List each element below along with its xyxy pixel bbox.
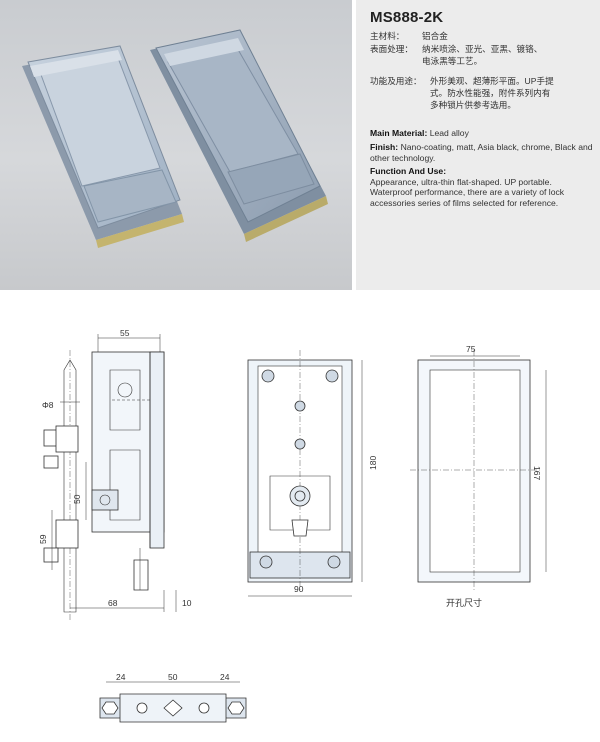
cn-spec-label: 主材料： xyxy=(370,31,405,41)
cn-spec-value: 纳米喷涂、亚光、亚黑、镀铬、 xyxy=(422,44,543,54)
dim-10-label: 10 xyxy=(182,598,192,608)
bottom-view: 24 50 24 xyxy=(99,672,247,723)
en-spec-label: Main Material: xyxy=(370,128,428,138)
technical-drawing-svg: 55 Φ8 50 xyxy=(38,328,547,723)
cn-spec-finish: 表面处理： 纳米喷涂、亚光、亚黑、镀铬、电泳黑等工艺。 xyxy=(370,43,542,67)
model-number: MS888-2K xyxy=(370,9,444,26)
dim-50-mid-label: 50 xyxy=(168,672,178,682)
technical-drawing: 55 Φ8 50 xyxy=(0,290,600,737)
front-view: 180 90 xyxy=(247,350,378,597)
spec-panel: MS888-2K 主材料： 铝合金 表面处理： 纳米喷涂、亚光、亚黑、镀铬、电泳黑等… xyxy=(356,0,600,290)
dim-180-label: 180 xyxy=(368,456,378,470)
dim-75-label: 75 xyxy=(466,344,476,354)
en-spec-finish: Finish: Nano-coating, matt, Asia black, … xyxy=(370,142,594,163)
en-spec-material: Main Material: Lead alloy xyxy=(370,128,594,139)
dim-90-label: 90 xyxy=(294,584,304,594)
product-photo-illustration xyxy=(22,29,328,248)
cn-spec-function: 功能及用途： 外形美观、超薄形平面。UP手提式。防水性能强，附件系列内有多种锁片供… xyxy=(370,75,554,111)
cn-spec-value: 外形美观、超薄形平面。UP手提 xyxy=(430,76,554,86)
dim-167-label: 167 xyxy=(532,466,542,480)
dim-24-right-label: 24 xyxy=(220,672,230,682)
dim-50-label: 50 xyxy=(72,494,82,504)
en-spec-value: Lead alloy xyxy=(429,128,469,138)
en-spec-value: Nano-coating, matt, Asia black, chrome, … xyxy=(370,142,593,163)
cutout-view: 75 167 开孔尺寸 xyxy=(410,344,547,608)
en-spec-value: Appearance, ultra-thin flat-shaped. UP p… xyxy=(370,176,565,208)
cn-spec-value-line2: 式。防水性能强，附件系列内有 xyxy=(430,88,551,98)
dim-24-left-label: 24 xyxy=(116,672,126,682)
cn-spec-label: 表面处理： xyxy=(370,44,413,54)
cn-spec-value-line2: 电泳黑等工艺。 xyxy=(422,56,483,66)
dim-phi-label: Φ8 xyxy=(42,400,54,410)
dim-68-label: 68 xyxy=(108,598,118,608)
en-spec-function: Function And Use:Appearance, ultra-thin … xyxy=(370,166,594,208)
cn-spec-value: 铝合金 xyxy=(422,31,448,41)
side-view: 55 Φ8 50 xyxy=(38,328,192,620)
cn-spec-label: 功能及用途： xyxy=(370,76,422,86)
product-photo xyxy=(0,0,352,290)
cn-spec-material: 主材料： 铝合金 xyxy=(370,30,448,42)
latch-unit-right xyxy=(150,29,328,242)
en-spec-label: Function And Use: xyxy=(370,166,447,176)
dim-top-label: 55 xyxy=(120,328,130,338)
latch-unit-left xyxy=(22,45,184,248)
cn-spec-value-line3: 多种锁片供参考选用。 xyxy=(430,100,516,110)
dim-59-label: 59 xyxy=(38,534,48,544)
en-spec-label: Finish: xyxy=(370,142,399,152)
cutout-caption: 开孔尺寸 xyxy=(446,597,482,608)
